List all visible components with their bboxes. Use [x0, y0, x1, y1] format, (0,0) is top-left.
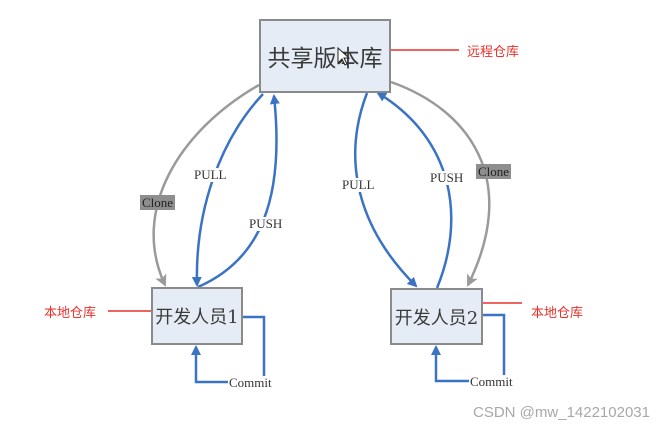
- clone-right-arrow: [390, 80, 491, 287]
- commit-left-label: Commit: [228, 375, 273, 390]
- developer-2-label: 开发人员2: [394, 307, 479, 329]
- pull-left-label: PULL: [193, 167, 228, 182]
- remote-repo-label: 共享版本库: [267, 46, 383, 72]
- mouse-cursor-icon: [337, 47, 351, 66]
- commit-right-label: Commit: [469, 374, 514, 389]
- developer-1-node: 开发人员1: [151, 287, 243, 345]
- pull-right-label: PULL: [341, 177, 376, 192]
- remote-repo-node: 共享版本库: [259, 19, 391, 93]
- dev2-local-repo-annotation: 本地仓库: [531, 306, 584, 321]
- clone-left-arrow: [152, 83, 260, 287]
- dev1-local-repo-annotation: 本地仓库: [44, 306, 97, 321]
- watermark: CSDN @mw_1422102031: [473, 404, 650, 421]
- remote-repo-annotation: 远程仓库: [467, 45, 520, 60]
- push-right-label: PUSH: [429, 170, 465, 185]
- clone-left-label: Clone: [140, 195, 176, 210]
- push-right-arrow: [376, 91, 453, 289]
- push-left-label: PUSH: [248, 216, 284, 231]
- clone-right-label: Clone: [476, 164, 512, 179]
- developer-1-label: 开发人员1: [155, 307, 239, 328]
- developer-2-node: 开发人员2: [390, 288, 483, 345]
